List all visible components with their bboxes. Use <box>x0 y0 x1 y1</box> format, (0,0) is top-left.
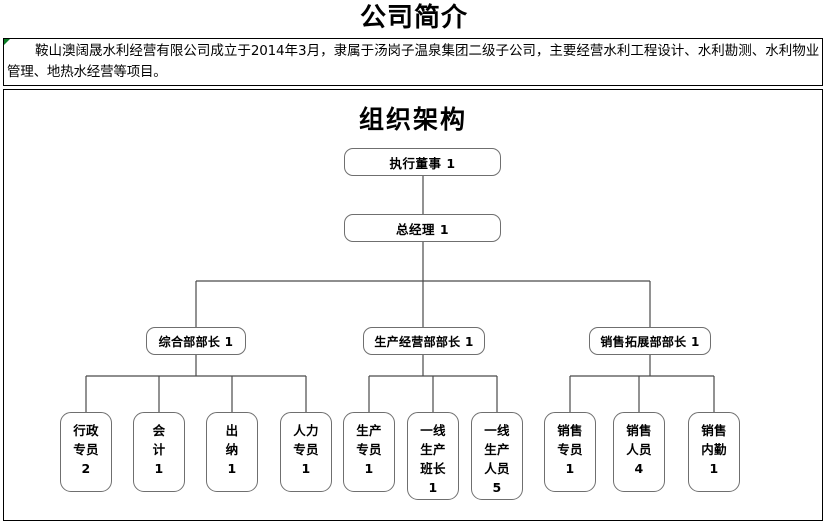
node-label-line: 班长 <box>420 461 446 476</box>
node-accountant[interactable]: 会 计 1 <box>133 412 185 492</box>
node-label-line: 出 <box>225 423 239 438</box>
node-sales-officer[interactable]: 销售 专员 1 <box>544 412 596 492</box>
node-label: 综合部部长 1 <box>158 334 234 349</box>
node-label-line: 生产 <box>420 442 446 457</box>
node-label-line: 销售 <box>701 423 727 438</box>
node-production-officer[interactable]: 生产 专员 1 <box>343 412 395 492</box>
node-frontline-production-team-leader[interactable]: 一线 生产 班长 1 <box>407 412 459 500</box>
company-intro-cell: 鞍山澳阔晟水利经营有限公司成立于2014年3月，隶属于汤岗子温泉集团二级子公司，… <box>3 38 823 86</box>
node-label-line: 生产 <box>356 423 382 438</box>
node-label-line: 一线 <box>484 423 510 438</box>
node-frontline-production-staff[interactable]: 一线 生产 人员 5 <box>471 412 523 500</box>
node-label-line: 一线 <box>420 423 446 438</box>
node-label: 生产经营部部长 1 <box>374 334 474 349</box>
node-sales-staff[interactable]: 销售 人员 4 <box>613 412 665 492</box>
node-count: 4 <box>634 461 644 476</box>
node-label-line: 生产 <box>484 442 510 457</box>
node-label-line: 人员 <box>484 461 510 476</box>
node-sales-support[interactable]: 销售 内勤 1 <box>688 412 740 492</box>
node-hr-officer[interactable]: 人力 专员 1 <box>280 412 332 492</box>
node-count: 1 <box>428 480 438 495</box>
node-label: 执行董事 1 <box>389 155 456 171</box>
node-count: 1 <box>154 461 164 476</box>
node-count: 5 <box>492 480 502 495</box>
node-count: 1 <box>227 461 237 476</box>
page-title: 公司简介 <box>359 3 468 33</box>
node-label-line: 销售 <box>626 423 652 438</box>
node-label-line: 人员 <box>626 442 652 457</box>
node-label-line: 专员 <box>293 442 319 457</box>
node-label: 总经理 1 <box>395 221 450 237</box>
node-count: 1 <box>709 461 719 476</box>
node-general-affairs-manager[interactable]: 综合部部长 1 <box>146 327 246 355</box>
node-general-manager[interactable]: 总经理 1 <box>344 214 501 242</box>
node-label-line: 销售 <box>557 423 583 438</box>
node-label-line: 专员 <box>73 442 99 457</box>
node-count: 1 <box>301 461 311 476</box>
node-administrative-officer[interactable]: 行政 专员 2 <box>60 412 112 492</box>
company-intro-text: 鞍山澳阔晟水利经营有限公司成立于2014年3月，隶属于汤岗子温泉集团二级子公司，… <box>7 43 819 80</box>
node-count: 1 <box>565 461 575 476</box>
node-label-line: 专员 <box>557 442 583 457</box>
node-cashier[interactable]: 出 纳 1 <box>206 412 258 492</box>
node-executive-director[interactable]: 执行董事 1 <box>344 148 501 176</box>
node-count: 2 <box>81 461 91 476</box>
node-label-line: 行政 <box>73 423 99 438</box>
node-label-line: 内勤 <box>701 442 727 457</box>
node-label-line: 人力 <box>293 423 319 438</box>
node-count: 1 <box>364 461 374 476</box>
node-label-line: 专员 <box>356 442 382 457</box>
comment-flag-icon <box>4 39 10 45</box>
node-label-line: 纳 <box>225 442 239 457</box>
node-sales-manager[interactable]: 销售拓展部部长 1 <box>589 327 711 355</box>
node-production-manager[interactable]: 生产经营部部长 1 <box>363 327 485 355</box>
node-label: 销售拓展部部长 1 <box>600 334 700 349</box>
node-label-line: 会 <box>152 423 166 438</box>
node-label-line: 计 <box>152 442 166 457</box>
org-chart-title: 组织架构 <box>358 105 467 134</box>
